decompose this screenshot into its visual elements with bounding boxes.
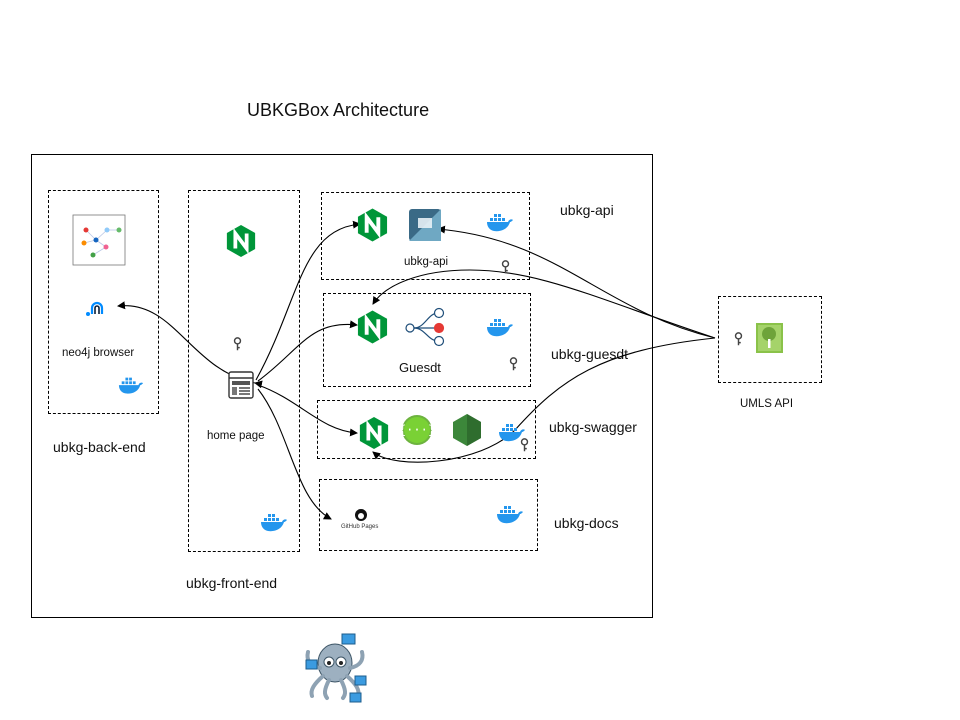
guesdt-label: ubkg-guesdt	[551, 346, 629, 362]
connection-arrows	[117, 220, 716, 520]
docker-icon-swagger	[499, 424, 525, 442]
arrow-umls-to-api	[437, 225, 716, 339]
system-boundary	[31, 154, 653, 618]
key-icon-swagger	[520, 438, 529, 453]
umls-label: UMLS API	[740, 398, 794, 410]
guesdt-container	[323, 293, 531, 387]
neo4j-graph-icon	[72, 214, 126, 266]
nginx-icon-front-end	[225, 224, 257, 258]
browser-window-icon	[228, 371, 254, 399]
docker-icon-docs	[497, 506, 523, 524]
arrow-home-to-api	[255, 220, 361, 381]
docs-label: ubkg-docs	[554, 515, 619, 531]
docker-icon-api	[487, 214, 513, 232]
swagger-container	[317, 400, 536, 459]
swagger-label: ubkg-swagger	[549, 419, 637, 435]
docker-icon-front-end	[261, 514, 287, 532]
api-container	[321, 192, 530, 280]
github-pages-icon: GitHub Pages	[341, 509, 378, 530]
neo4j-browser-label: neo4j browser	[62, 347, 135, 359]
api-label: ubkg-api	[560, 202, 614, 218]
arrow-home-to-swagger	[257, 384, 358, 437]
arrow-home-to-docs	[257, 388, 332, 520]
front-end-label: ubkg-front-end	[186, 575, 278, 591]
github-pages-label: GitHub Pages	[341, 524, 378, 530]
api-app-icon	[409, 209, 441, 241]
docker-icon-guesdt	[487, 319, 513, 337]
api-inner-label: ubkg-api	[404, 256, 449, 268]
nginx-icon-guesdt	[356, 309, 389, 345]
docs-container	[319, 479, 538, 551]
swagger-icon: {···}	[399, 415, 435, 445]
arrow-umls-to-swagger	[372, 337, 716, 463]
home-page-label: home page	[207, 430, 265, 442]
nginx-icon-api	[356, 207, 389, 243]
docker-compose-octopus-icon	[305, 633, 367, 703]
key-icon-guesdt	[509, 357, 518, 372]
guesdt-inner-label: Guesdt	[399, 360, 441, 375]
arrow-umls-to-guesdt	[372, 269, 716, 339]
tree-diagram-icon	[405, 307, 445, 347]
neo4j-logo-icon	[86, 301, 104, 316]
svg-text:{···}: {···}	[399, 423, 435, 437]
key-icon-umls	[734, 332, 743, 347]
umls-container	[718, 296, 822, 383]
back-end-label: ubkg-back-end	[53, 439, 146, 455]
key-icon-front-end	[233, 337, 242, 352]
nodejs-icon	[453, 414, 481, 446]
docker-icon-back-end	[118, 377, 144, 394]
key-icon-api	[501, 260, 510, 275]
umls-tree-icon	[756, 323, 783, 353]
nginx-icon-swagger	[358, 416, 390, 450]
arrow-home-to-guesdt	[257, 320, 358, 382]
diagram-title: UBKGBox Architecture	[247, 100, 430, 120]
